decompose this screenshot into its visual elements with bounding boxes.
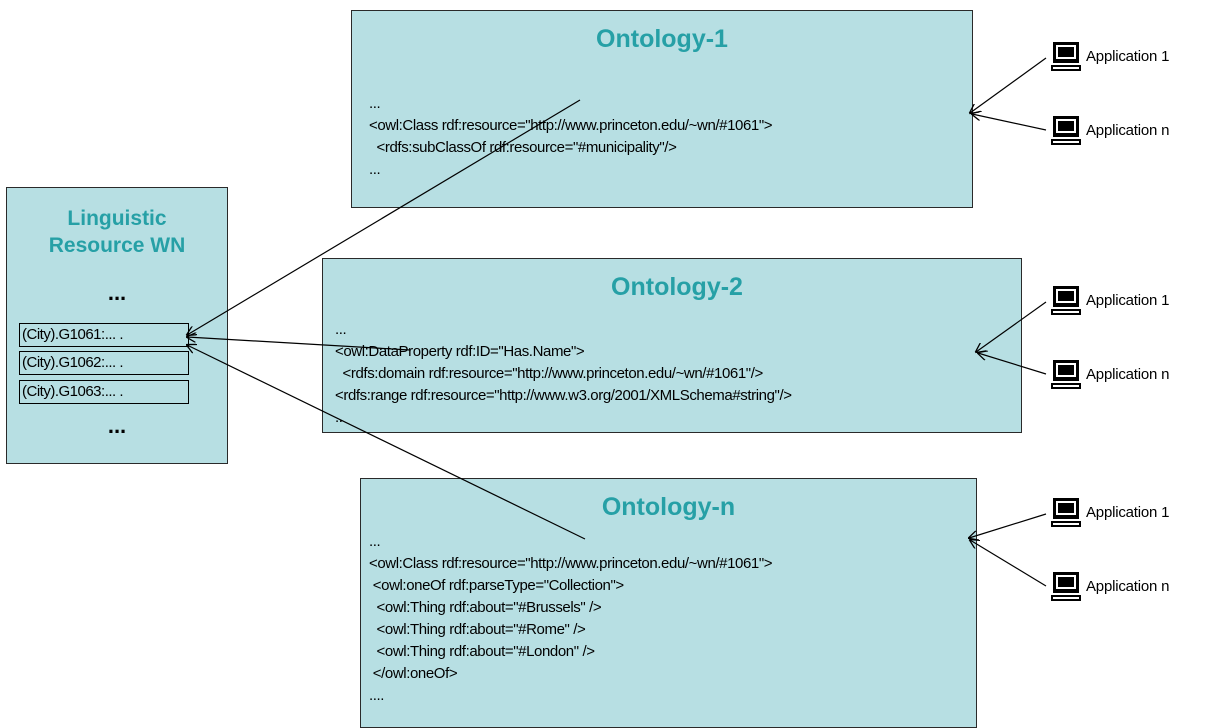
computer-monitor-icon	[1051, 116, 1081, 145]
application-node[interactable]: Application 1	[1050, 496, 1169, 528]
resource-entry-g1061: (City).G1061:... .	[19, 323, 189, 347]
application-label: Application n	[1086, 121, 1170, 139]
application-label: Application n	[1086, 365, 1170, 383]
ontology-2-title: Ontology-2	[611, 273, 743, 301]
code-line: <rdfs:subClassOf rdf:resource="#municipa…	[369, 139, 677, 156]
ontology-n-box: Ontology-n ... <owl:Class rdf:resource="h…	[360, 478, 977, 728]
application-label: Application 1	[1086, 503, 1170, 521]
computer-monitor-icon	[1051, 498, 1081, 527]
linguistic-resource-title-line1: Linguistic	[67, 207, 167, 230]
arrow-appn-to-ontology1	[972, 114, 1047, 131]
code-line: <owl:Thing rdf:about="#London" />	[369, 643, 595, 660]
arrow-ontology2-to-resource	[187, 337, 411, 351]
ontology-1-code: ... <owl:Class rdf:resource="http://www.p…	[369, 71, 773, 181]
ontology-2-box: Ontology-2 ...<owl:DataProperty rdf:ID="…	[322, 258, 1022, 433]
code-line: </owl:oneOf>	[369, 665, 458, 682]
code-line: <owl:oneOf rdf:parseType="Collection">	[369, 577, 624, 594]
application-label: Application 1	[1086, 47, 1170, 65]
ontology-2-code: ...<owl:DataProperty rdf:ID="Has.Name"> …	[335, 297, 792, 429]
code-line: ....	[369, 687, 385, 704]
application-node[interactable]: Application n	[1050, 114, 1169, 146]
code-line: ..	[335, 409, 343, 426]
arrow-ontologyn-to-resource	[187, 345, 586, 540]
computer-monitor-icon	[1051, 42, 1081, 71]
ontology-n-title: Ontology-n	[601, 493, 736, 521]
application-node[interactable]: Application 1	[1050, 40, 1169, 72]
code-line: <owl:Thing rdf:about="#Rome" />	[369, 621, 586, 638]
computer-monitor-icon	[1051, 572, 1081, 601]
code-line: ...	[335, 321, 347, 338]
linguistic-resource-box: Linguistic Resource WN ... (City).G1061:…	[6, 187, 228, 464]
linguistic-resource-title-line2: Resource WN	[48, 234, 186, 257]
computer-monitor-icon	[1051, 360, 1081, 389]
ellipsis-bottom: ...	[107, 413, 127, 438]
arrow-app1-to-ontology1	[970, 57, 1047, 113]
code-line: <owl:Class rdf:resource="http://www.prin…	[369, 555, 773, 572]
code-line: <owl:Thing rdf:about="#Brussels" />	[369, 599, 602, 616]
application-node[interactable]: Application n	[1050, 570, 1169, 602]
ontology-n-code: ... <owl:Class rdf:resource="http://www.p…	[369, 509, 773, 707]
arrow-appn-to-ontology2	[978, 353, 1047, 375]
code-line: <rdfs:range rdf:resource="http://www.w3.…	[335, 387, 792, 404]
ontology-1-title: Ontology-1	[596, 25, 728, 53]
computer-monitor-icon	[1051, 286, 1081, 315]
arrow-app1-to-ontology2	[976, 301, 1047, 352]
code-line: ...	[369, 533, 381, 550]
arrow-app1-to-ontologyn	[969, 513, 1047, 538]
ellipsis-top: ...	[107, 280, 127, 305]
application-label: Application 1	[1086, 291, 1170, 309]
arrow-ontology1-to-resource	[187, 99, 581, 335]
resource-entry-g1063: (City).G1063:... .	[19, 380, 189, 404]
resource-entry-g1062: (City).G1062:... .	[19, 351, 189, 375]
code-line: <rdfs:domain rdf:resource="http://www.pr…	[335, 365, 764, 382]
code-line: ...	[369, 95, 381, 112]
application-node[interactable]: Application n	[1050, 358, 1169, 390]
application-label: Application n	[1086, 577, 1170, 595]
application-node[interactable]: Application 1	[1050, 284, 1169, 316]
code-line: ...	[369, 161, 381, 178]
arrow-appn-to-ontologyn	[970, 540, 1047, 587]
code-line: <owl:Class rdf:resource="http://www.prin…	[369, 117, 773, 134]
ontology-1-box: Ontology-1 ... <owl:Class rdf:resource="h…	[351, 10, 973, 208]
